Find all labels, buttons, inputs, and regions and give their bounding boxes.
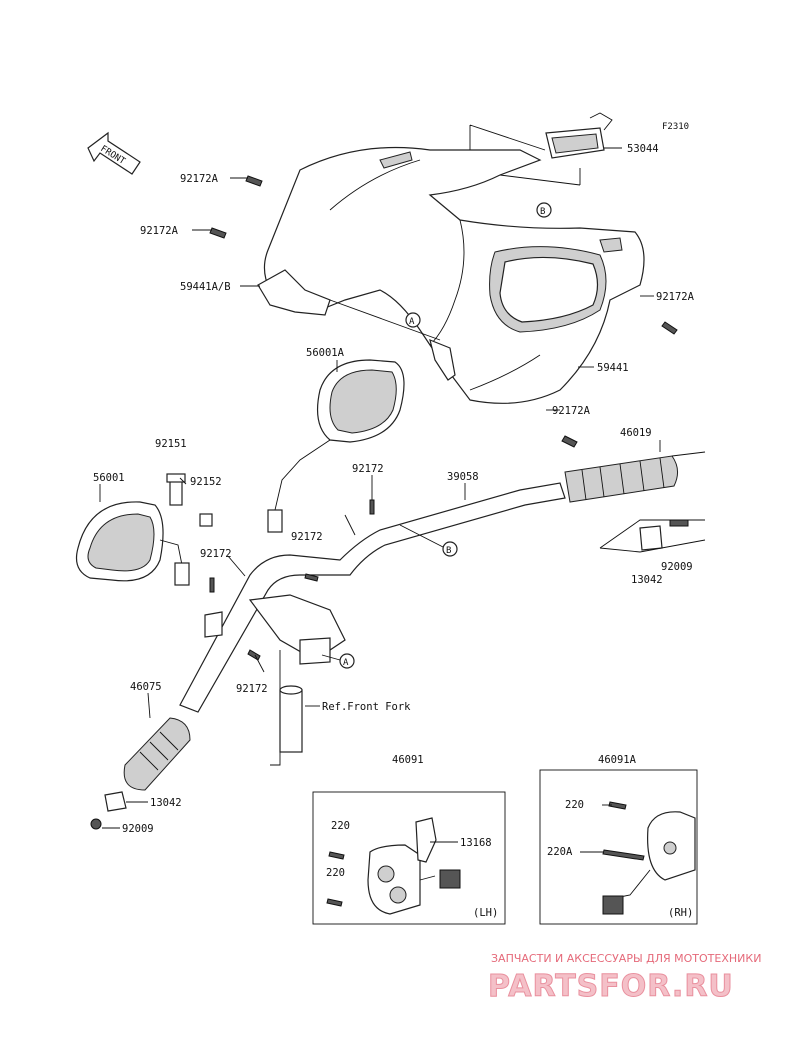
- front-fork-stem: [279, 685, 303, 753]
- part-label: 92172: [200, 548, 232, 560]
- part-label: 92172: [291, 531, 323, 543]
- part-label: 13042: [150, 797, 182, 809]
- mirror-right: [267, 359, 405, 533]
- part-label: 220A: [547, 846, 573, 858]
- emblem-53044: [545, 112, 613, 159]
- part-label: 92172A: [552, 405, 591, 417]
- part-label: 46019: [620, 427, 652, 439]
- front-arrow-icon: FRONT: [87, 131, 141, 175]
- callout-a-top: A: [405, 312, 421, 328]
- part-label: 92172A: [180, 173, 219, 185]
- svg-text:B: B: [446, 546, 451, 556]
- part-label: 59441A/B: [180, 281, 231, 293]
- part-label: (LH): [473, 907, 498, 919]
- bolt-92151: [166, 473, 186, 506]
- part-label: 92172: [236, 683, 268, 695]
- part-label: 220: [331, 820, 350, 832]
- callout-a-bar: A: [339, 653, 355, 669]
- mounting-bracket: [257, 269, 456, 381]
- svg-text:A: A: [409, 317, 415, 327]
- part-label: (RH): [668, 907, 693, 919]
- part-label: 46091A: [598, 754, 637, 766]
- handlebar: [179, 482, 566, 713]
- headlight-cover: [263, 146, 645, 404]
- part-label: 53044: [627, 143, 659, 155]
- handlebar-clamp: [204, 594, 346, 665]
- screw-icon: [209, 499, 375, 661]
- switch-housing-left: [367, 844, 436, 915]
- part-label: 220: [565, 799, 584, 811]
- screw-92009-right: [669, 519, 689, 527]
- callout-b-top: B: [536, 202, 552, 218]
- part-label: 56001A: [306, 347, 345, 359]
- callout-b-bar: B: [442, 541, 458, 557]
- part-label: 13042: [631, 574, 663, 586]
- throttle-grip-right: [564, 451, 706, 503]
- svg-text:A: A: [343, 658, 349, 668]
- weight-13042-right: [639, 525, 663, 551]
- nut-92152: [199, 513, 213, 527]
- screw-92009-left: [90, 818, 102, 830]
- part-label: 13168: [460, 837, 492, 849]
- part-label: 92009: [122, 823, 154, 835]
- part-label: 92172A: [656, 291, 695, 303]
- watermark-brand: PARTSFOR.RU: [488, 969, 734, 1004]
- part-label: Ref.Front Fork: [322, 701, 411, 713]
- part-label: 92009: [661, 561, 693, 573]
- watermark-tagline: ЗАПЧАСТИ И АКСЕССУАРЫ ДЛЯ МОТОТЕХНИКИ: [491, 952, 761, 965]
- part-label: 46091: [392, 754, 424, 766]
- rh-switch-frame: [539, 769, 698, 925]
- grip-left: [123, 717, 191, 791]
- screw-icon: [326, 851, 345, 907]
- connector-right: [602, 895, 624, 915]
- part-label: 92151: [155, 438, 187, 450]
- part-label: 46075: [130, 681, 162, 693]
- screw-icon: [602, 801, 645, 861]
- part-label: 92152: [190, 476, 222, 488]
- screw-icon: [209, 175, 678, 448]
- mirror-left: [75, 501, 190, 586]
- part-label: 92172A: [140, 225, 179, 237]
- part-label: 92172: [352, 463, 384, 475]
- lever-13168: [415, 817, 437, 863]
- switch-housing-right: [614, 811, 696, 899]
- part-label: 220: [326, 867, 345, 879]
- leader-lines: [99, 147, 661, 853]
- part-label: 59441: [597, 362, 629, 374]
- connector-left: [439, 869, 461, 889]
- svg-text:B: B: [540, 207, 545, 217]
- lh-switch-frame: [312, 791, 506, 925]
- part-label: 39058: [447, 471, 479, 483]
- figure-code: F2310: [662, 122, 689, 132]
- part-label: 56001: [93, 472, 125, 484]
- weight-13042-left: [104, 791, 127, 812]
